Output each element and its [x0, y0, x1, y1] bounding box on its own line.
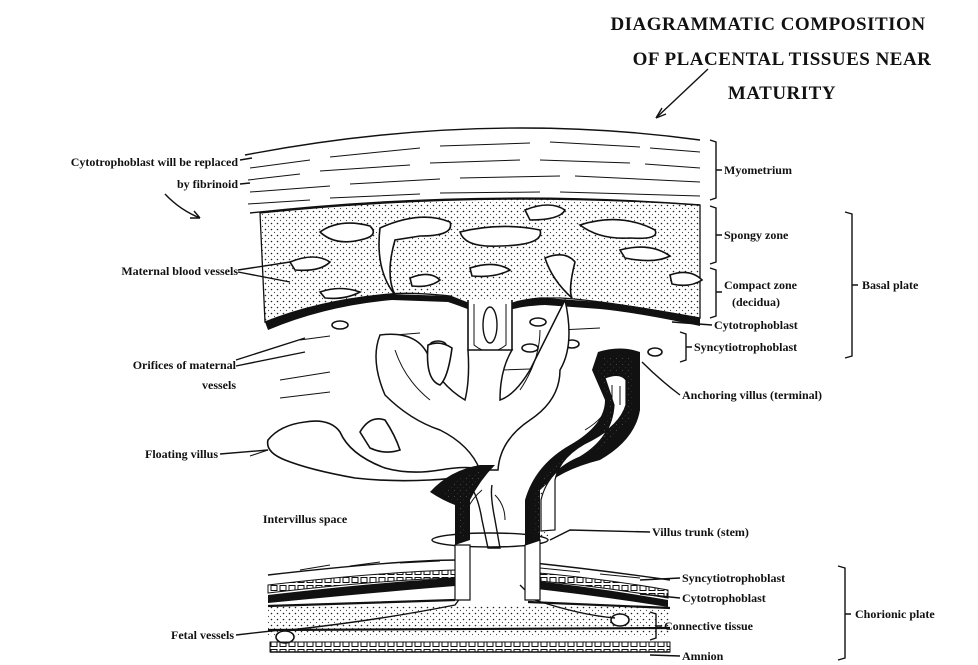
title-line-2: OF PLACENTAL TISSUES NEAR: [633, 49, 932, 70]
label-villus-trunk: Villus trunk (stem): [652, 525, 749, 539]
label-cytotrophoblast-upper: Cytotrophoblast: [714, 318, 798, 332]
decidua-basal-plate: [260, 199, 702, 359]
label-orifices-line1: Orifices of maternal: [133, 358, 237, 372]
label-cytotrophoblast-lower: Cytotrophoblast: [682, 591, 766, 605]
label-compact-zone-line1: Compact zone: [724, 278, 798, 292]
basal-plate-brace: [845, 212, 858, 358]
compact-zone-brace: [710, 268, 722, 318]
label-maternal-blood-vessels: Maternal blood vessels: [121, 264, 238, 278]
chorionic-plate-brace: [838, 566, 851, 660]
label-syncytiotrophoblast-upper: Syncytiotrophoblast: [694, 340, 797, 354]
chorionic-plate-layers: [268, 540, 670, 652]
label-cytotrophoblast-replaced-line2: by fibrinoid: [177, 177, 238, 191]
label-cytotrophoblast-replaced-line1: Cytotrophoblast will be replaced: [71, 155, 239, 169]
diagram-title: DIAGRAMMATIC COMPOSITION OF PLACENTAL TI…: [610, 14, 931, 118]
spongy-zone-brace: [710, 206, 722, 264]
title-pointer-line: [656, 69, 708, 118]
label-spongy-zone: Spongy zone: [724, 228, 789, 242]
label-connective-tissue: Connective tissue: [664, 619, 754, 633]
label-fetal-vessels: Fetal vessels: [171, 628, 234, 642]
label-floating-villus: Floating villus: [145, 447, 218, 461]
title-line-3: MATURITY: [728, 83, 836, 104]
label-myometrium: Myometrium: [724, 163, 792, 177]
label-compact-zone-line2: (decidua): [732, 295, 780, 309]
label-intervillus-space: Intervillus space: [263, 512, 348, 526]
label-anchoring-villus: Anchoring villus (terminal): [682, 388, 822, 402]
myometrium-brace: [710, 140, 722, 200]
title-line-1: DIAGRAMMATIC COMPOSITION: [610, 14, 925, 35]
label-amnion: Amnion: [682, 649, 724, 663]
label-chorionic-plate: Chorionic plate: [855, 607, 935, 621]
label-basal-plate: Basal plate: [862, 278, 919, 292]
label-syncytiotrophoblast-lower: Syncytiotrophoblast: [682, 571, 785, 585]
replaced-arrow: [165, 194, 200, 218]
label-orifices-line2: vessels: [202, 378, 236, 392]
